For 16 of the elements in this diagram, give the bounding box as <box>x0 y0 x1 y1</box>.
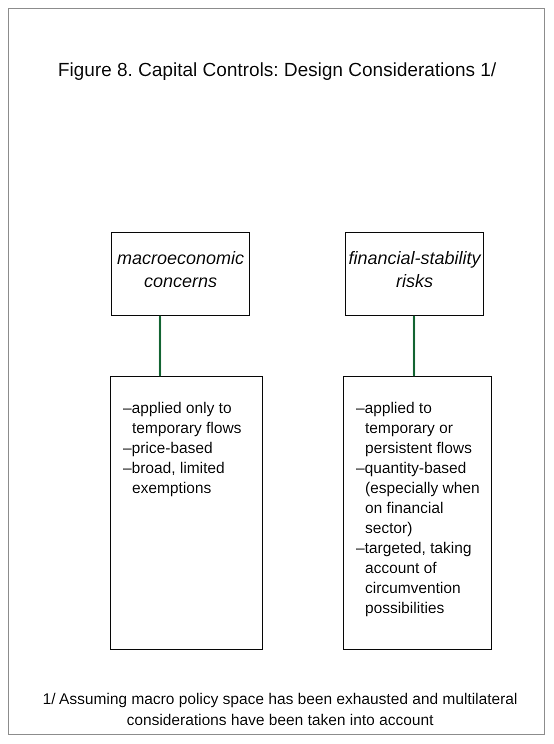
bullet-text: –price-based <box>123 439 214 459</box>
concern-box <box>345 232 484 316</box>
bullet-text: –quantity-based (especially when on financial sector) <box>356 459 481 539</box>
bullet-text: –applied to temporary or persistent flows <box>356 399 473 459</box>
bullet-text: –broad, limited exemptions <box>123 459 226 499</box>
measures-box <box>343 376 492 650</box>
connector-line <box>158 316 162 376</box>
concern-box <box>111 232 250 316</box>
measures-box <box>110 376 263 650</box>
bullet-text: –targeted, taking account of circumvention possibilities <box>356 539 472 619</box>
box-heading: financial-stability risks <box>347 247 482 293</box>
box-heading: macroeconomic concerns <box>116 247 246 293</box>
figure-title: Figure 8. Capital Controls: Design Considerations 1/ <box>56 60 498 82</box>
footnote: 1/ Assuming macro policy space has been exhausted and multilateral considerations have been taken into account <box>42 690 518 731</box>
connector-line <box>412 316 416 376</box>
bullet-text: –applied only to temporary flows <box>123 399 242 439</box>
